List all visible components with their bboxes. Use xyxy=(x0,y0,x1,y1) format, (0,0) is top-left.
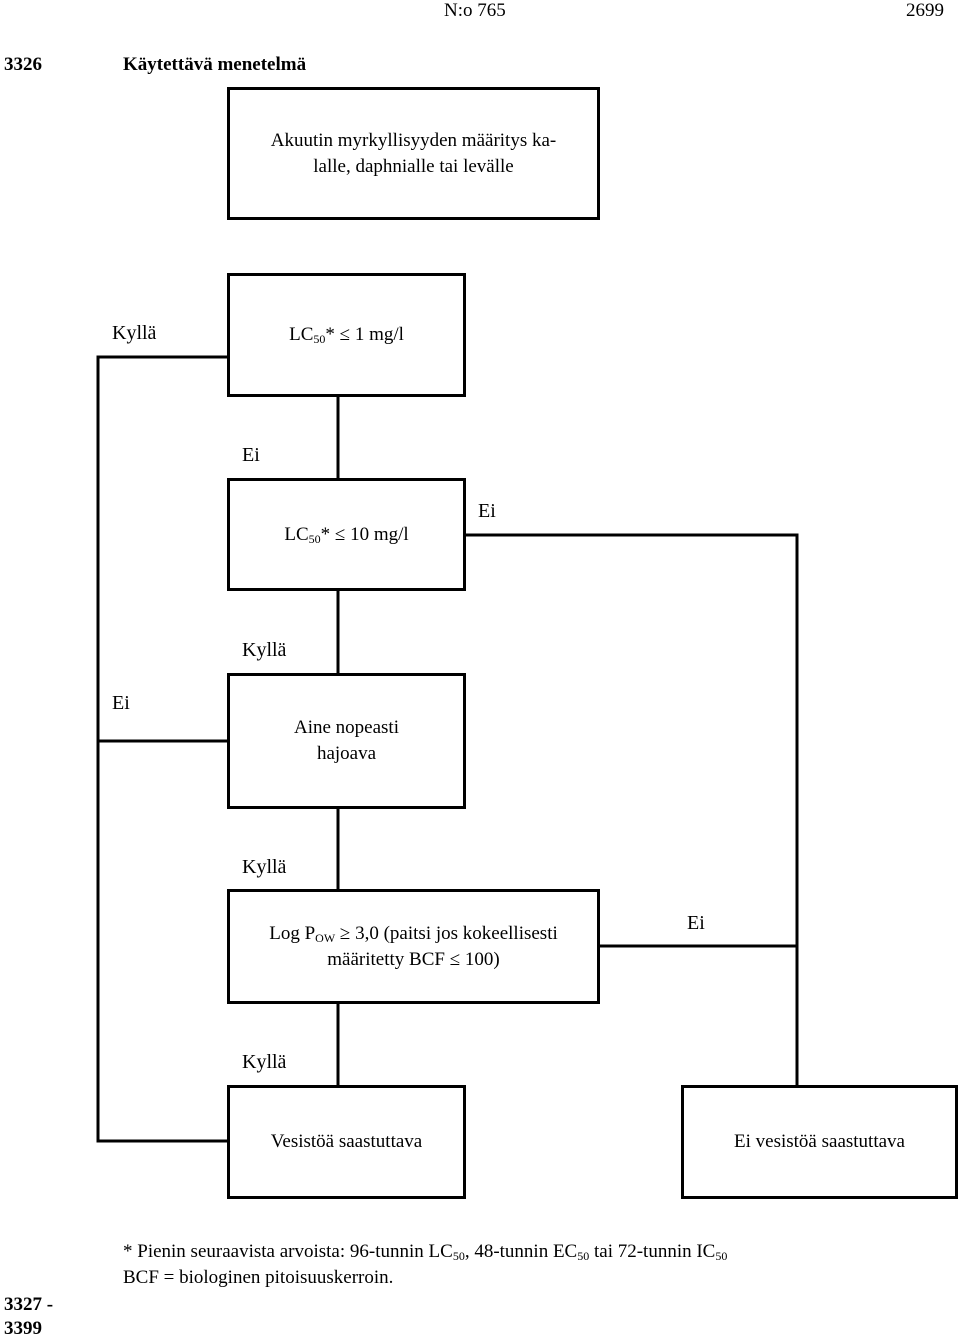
box3-sub: 50 xyxy=(308,531,321,546)
box-log-pow: Log POW ≥ 3,0 (paitsi jos kokeellisesti … xyxy=(227,889,600,1004)
box2-prefix: LC xyxy=(289,324,314,345)
box7-label: Ei vesistöä saastuttava xyxy=(734,1131,905,1152)
box-lc50-1mg: LC50* ≤ 1 mg/l xyxy=(227,273,466,397)
section-title: Käytettävä menetelmä xyxy=(123,54,307,75)
footnote-line1: * Pienin seuraavista arvoista: 96-tunnin… xyxy=(123,1240,727,1264)
box-not-pollutes-water: Ei vesistöä saastuttava xyxy=(681,1085,958,1199)
section-number-top: 3326 xyxy=(4,54,42,75)
box-rapidly-degradable: Aine nopeasti hajoava xyxy=(227,673,466,809)
footnote-line2: BCF = biologinen pitoisuuskerroin. xyxy=(123,1267,394,1288)
box-pollutes-water: Vesistöä saastuttava xyxy=(227,1085,466,1199)
box4-line1: Aine nopeasti xyxy=(293,717,399,738)
box5-sub: OW xyxy=(315,930,336,945)
label-yes-box2: Kyllä xyxy=(112,322,157,344)
section-number-bottom-2: 3399 xyxy=(4,1318,42,1339)
box-lc50-10mg: LC50* ≤ 10 mg/l xyxy=(227,478,466,591)
issue-number: N:o 765 xyxy=(444,0,506,21)
box5-line2b: 100) xyxy=(460,948,500,970)
box3-mid: * xyxy=(320,523,335,545)
connector-right-path xyxy=(462,533,799,1088)
box-acute-toxicity: Akuutin myrkyllisyyden määritys ka- lall… xyxy=(227,87,600,220)
box1-line2: lalle, daphnialle tai levälle xyxy=(313,155,514,177)
label-no-box4: Ei xyxy=(112,692,130,714)
box3-suffix: 10 mg/l xyxy=(345,523,409,545)
label-yes-box3: Kyllä xyxy=(242,639,287,661)
section-number-bottom-1: 3327 - xyxy=(4,1294,54,1315)
footnote1-sub1: 50 xyxy=(452,1249,465,1263)
box5-rest1: 3,0 (paitsi jos kokeellisesti xyxy=(350,922,558,944)
box5-prefix: Log P xyxy=(269,922,316,944)
box5-line2a: määritetty BCF xyxy=(327,948,450,970)
label-yes-box5: Kyllä xyxy=(242,1051,287,1073)
box1-line1: Akuutin myrkyllisyyden määritys ka- xyxy=(270,129,557,151)
box2-symbol: ≤ xyxy=(339,324,351,345)
box2-sub: 50 xyxy=(313,332,326,346)
page-number: 2699 xyxy=(906,0,944,21)
box3-prefix: LC xyxy=(284,523,309,545)
footnote1-c: tai 72-tunnin IC xyxy=(589,1241,716,1262)
box2-suffix: 1 mg/l xyxy=(350,324,404,345)
box6-label: Vesistöä saastuttava xyxy=(270,1131,423,1152)
box5-symbol1: ≥ xyxy=(339,922,351,944)
label-no-box5: Ei xyxy=(687,912,705,934)
label-yes-box4: Kyllä xyxy=(242,856,287,878)
box5-symbol2: ≤ xyxy=(449,948,461,970)
footnote1-a: * Pienin seuraavista arvoista: 96-tunnin… xyxy=(123,1241,453,1262)
box2-mid: * xyxy=(325,324,340,345)
label-no-box3: Ei xyxy=(478,500,496,522)
connector-left-path xyxy=(96,355,231,1143)
footnote1-sub2: 50 xyxy=(577,1249,590,1263)
footnote1-sub3: 50 xyxy=(715,1249,728,1263)
box3-symbol: ≤ xyxy=(334,523,346,545)
label-no-box2: Ei xyxy=(242,444,260,466)
box4-line2: hajoava xyxy=(316,743,377,764)
footnote1-b: , 48-tunnin EC xyxy=(464,1241,578,1262)
